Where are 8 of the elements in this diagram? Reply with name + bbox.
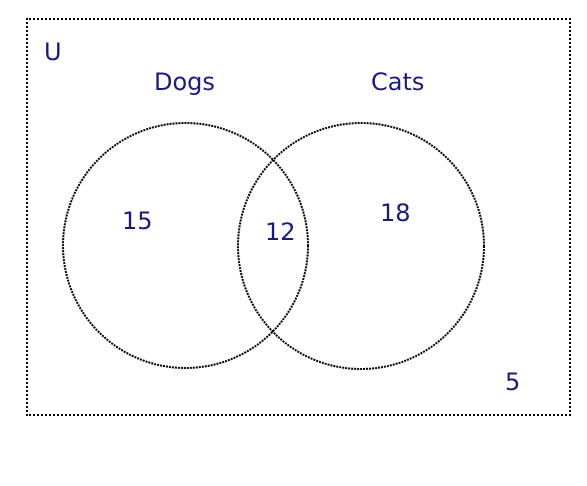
count-label: 12 (265, 220, 296, 244)
count-label: 5 (505, 370, 520, 394)
count-label: 15 (122, 209, 153, 233)
set-label: Dogs (154, 70, 215, 94)
count-label: 18 (380, 201, 411, 225)
set-label: U (44, 40, 62, 64)
universal-set-box (26, 18, 571, 416)
set-label: Cats (371, 70, 424, 94)
